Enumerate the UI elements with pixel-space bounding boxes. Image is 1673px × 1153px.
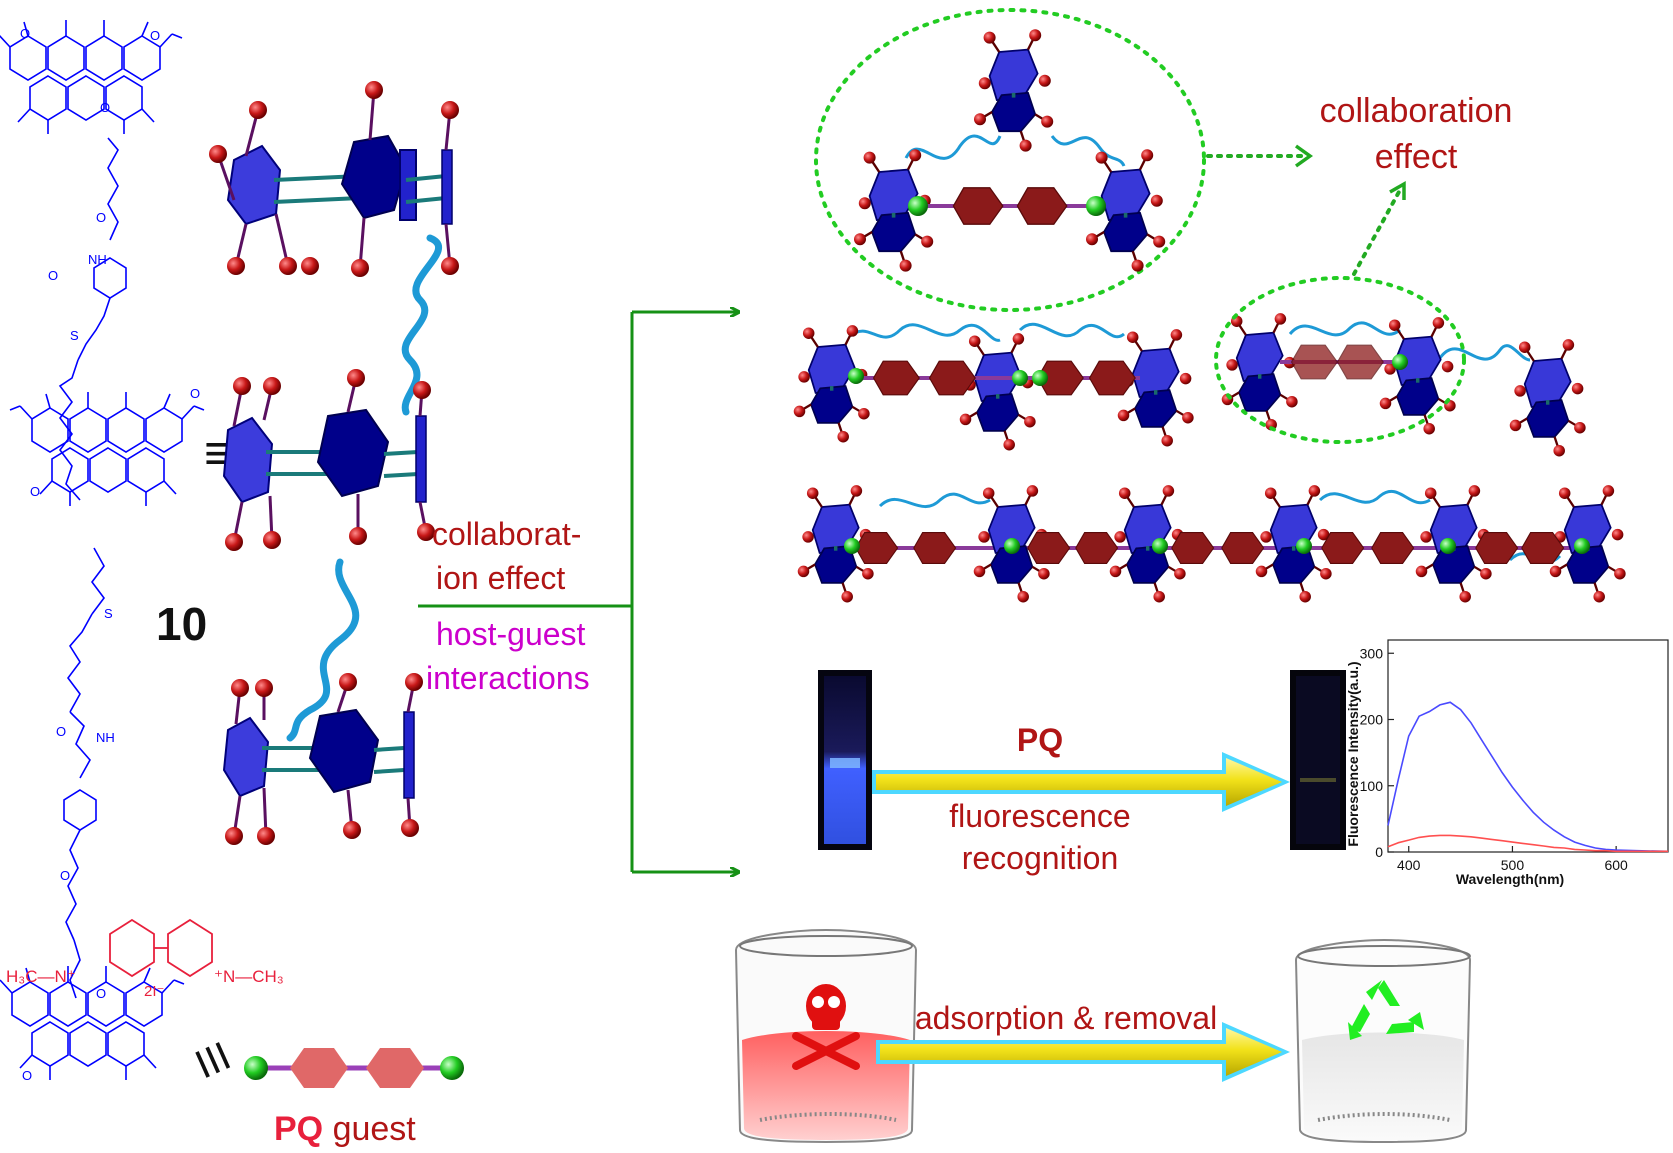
y-tick-label: 0 [1375,844,1383,860]
series-line-2 [1387,834,1668,853]
methoxy-label-5: O [96,986,106,1001]
polymer-chain-2 [796,483,1628,605]
fluorescence-chart: 400 500 600 0 100 200 300 Wavelength(nm) Fluor… [1345,639,1669,887]
beaker-clean [1294,938,1472,1144]
equivalence-symbol-2: III [189,1034,237,1088]
host-cartoon [209,81,459,845]
center-label-line2: ion effect [436,560,566,596]
o-label-3: O [60,868,70,883]
recycle-icon [1348,980,1424,1040]
methoxy-label-6: O [22,1068,32,1083]
nh-label-top: NH [88,252,107,267]
s-label-top: S [70,328,79,343]
adsorption-arrow [876,1022,1290,1082]
branch-arrows [418,312,738,872]
x-tick-label: 600 [1604,857,1628,873]
chart-ticks: 400 500 600 0 100 200 300 [1360,645,1628,873]
chart-x-axis-label: Wavelength(nm) [1456,871,1564,887]
nh-label-bottom: NH [96,730,115,745]
adsorption-label: adsorption & removal [914,1000,1218,1036]
chart-axes-box [1387,639,1669,853]
o-label-top: O [48,268,58,283]
chart-series [1387,701,1669,853]
pq-guest-cartoon [244,1048,464,1088]
y-tick-label: 100 [1360,778,1384,794]
y-tick-label: 300 [1360,645,1384,661]
methoxy-label-2: O [150,28,160,43]
polymer-chain-1 [792,276,1588,459]
methoxy-label-1: O [20,26,30,41]
pq-guest-structure: H₃C—N⁺ ⁺N—CH₃ 2I⁻ [6,918,284,1000]
vial-before [818,670,872,850]
o-label-1: O [100,100,110,115]
center-label-line3: host-guest [436,616,586,652]
skull-icon [792,984,860,1070]
vial-after [1290,670,1346,850]
x-tick-label: 400 [1397,857,1421,873]
s-label-bottom: S [104,606,113,621]
o-label-2: O [96,210,106,225]
pq-formula-right: ⁺N—CH₃ [214,967,284,986]
fluorescence-label-line2: recognition [961,840,1119,876]
y-tick-label: 200 [1360,712,1384,728]
top-right-label-line1: collaboration [1319,92,1513,130]
top-right-label-line2: effect [1374,138,1458,176]
pq-guest-rest: guest [332,1110,416,1148]
skeletal-structure: NH NH O O S S O O O O O O O O O [0,19,205,1083]
o-label-bottom: O [56,724,66,739]
methoxy-label-3: O [30,484,40,499]
series-line-1 [1387,701,1669,853]
beaker-contaminated [734,928,918,1144]
center-label-line4: interactions [426,660,590,696]
fluorescence-label-line1: fluorescence [949,798,1131,834]
pq-formula-left: H₃C—N⁺ [6,967,76,986]
compound-number: 10 [156,598,207,650]
collaboration-complex-top [814,8,1206,312]
x-tick-label: 500 [1501,857,1525,873]
dotted-arrow-right [1206,144,1314,168]
fluorescence-arrow-label: PQ [1016,722,1064,758]
pq-counter-ion: 2I⁻ [144,983,164,1000]
methoxy-label-4: O [190,386,200,401]
chart-y-axis-label: Fluorescence Intensity(a.u.) [1345,661,1361,846]
dotted-arrow-up [1352,180,1406,276]
pq-guest-label: PQ guest [274,1110,416,1149]
fluorescence-arrow [872,752,1290,812]
pq-guest-bold: PQ [274,1110,324,1148]
chart-frame [1387,639,1669,853]
center-label-line1: collaborat- [432,516,582,552]
